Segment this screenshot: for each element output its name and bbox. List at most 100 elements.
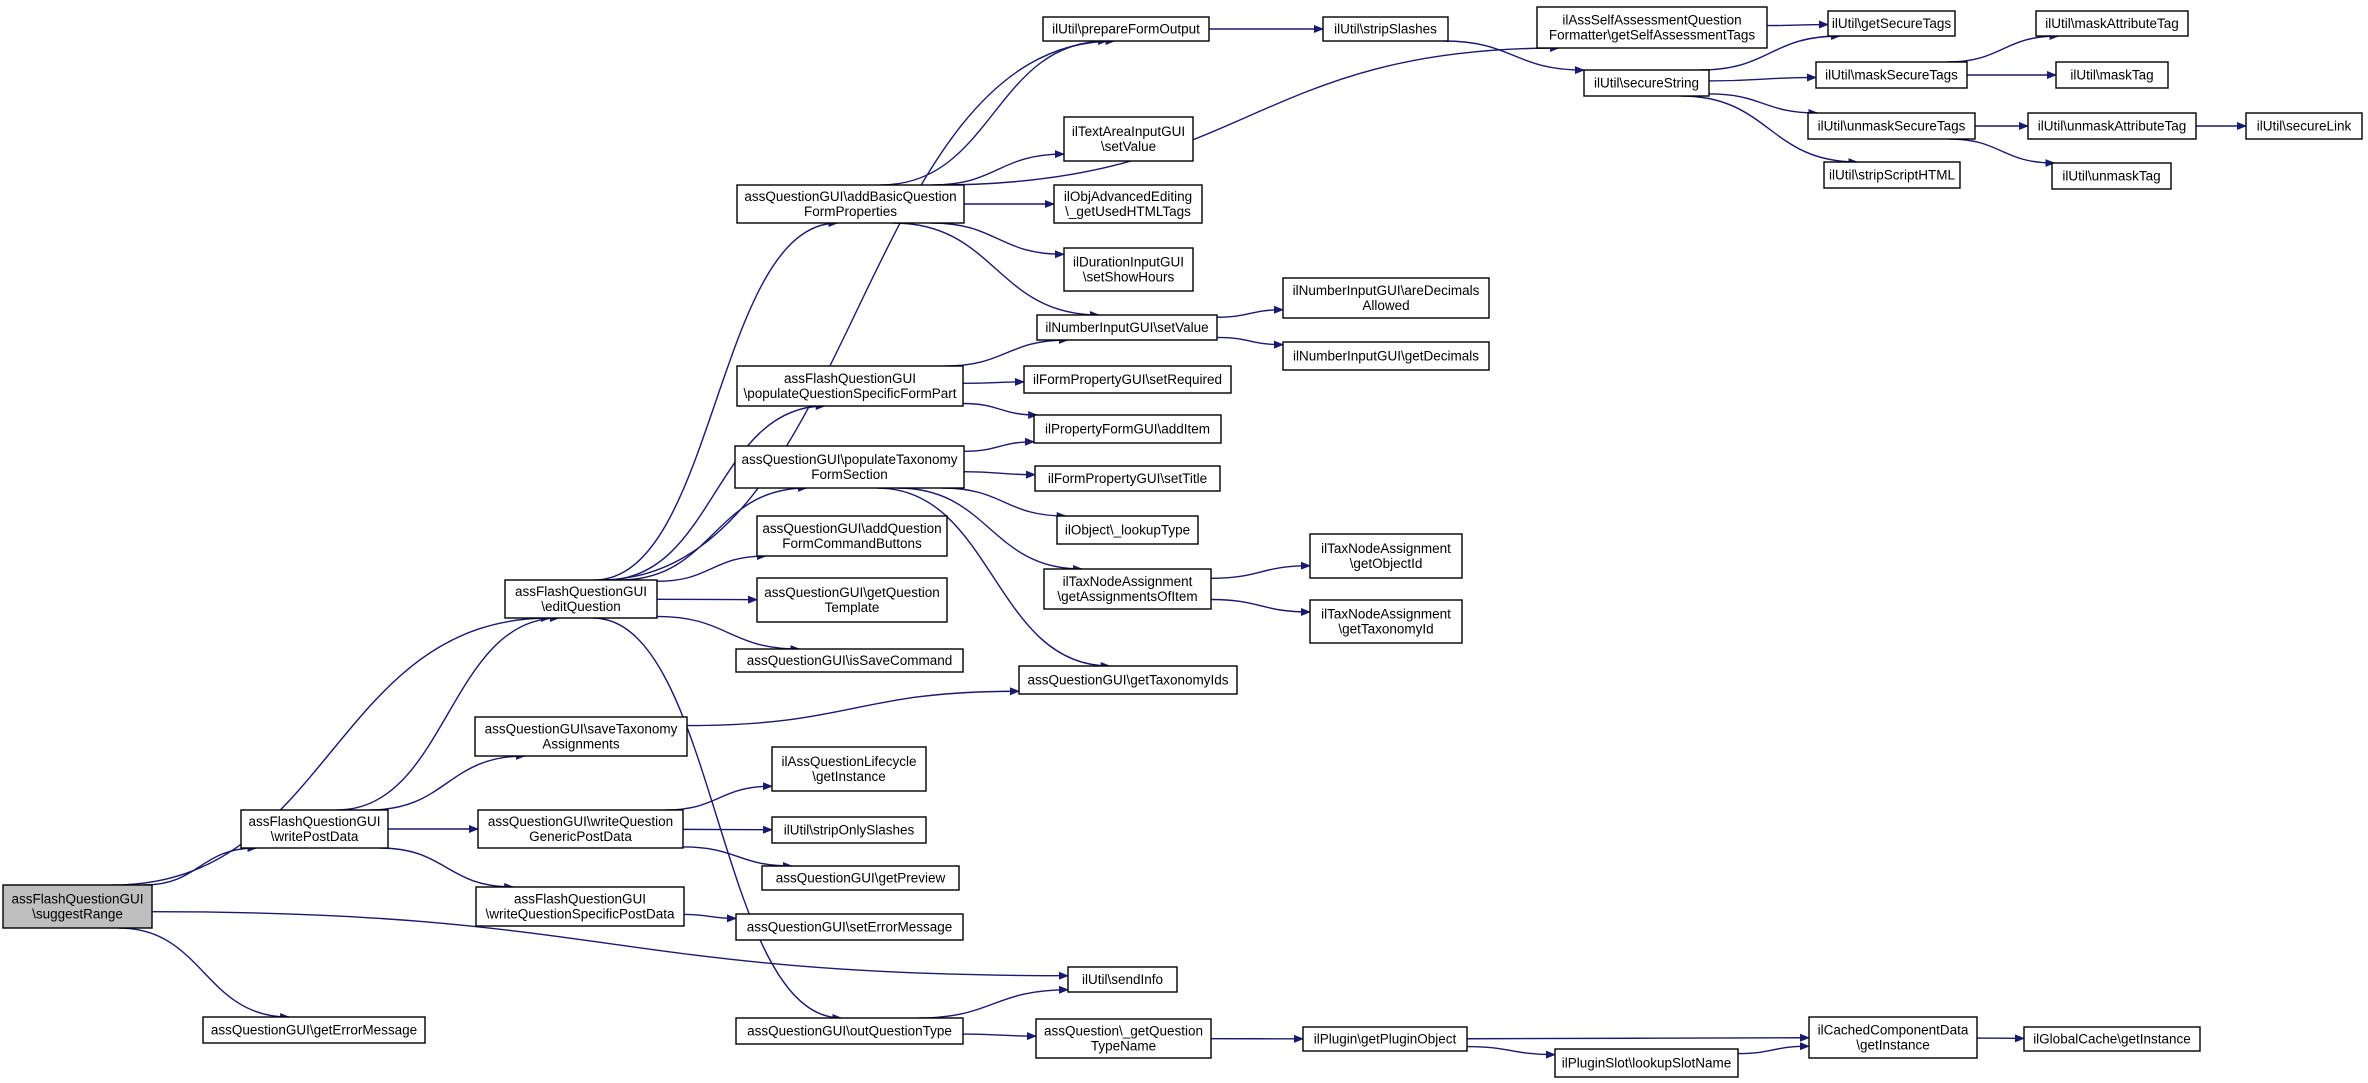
edge-root-to-sendInfo <box>151 911 1069 980</box>
node-taxGetTaxonomyId[interactable]: ilTaxNodeAssignment\getTaxonomyId <box>1309 599 1463 644</box>
node-taxGetObjectId[interactable]: ilTaxNodeAssignment\getObjectId <box>1309 533 1463 579</box>
node-cachedComponent[interactable]: ilCachedComponentData\getInstance <box>1808 1016 1978 1059</box>
node-populateTaxonomy-label-1: FormSection <box>811 467 888 482</box>
edge-populateTaxonomy-to-addItem <box>963 437 1035 453</box>
node-addItem-label-0: ilPropertyFormGUI\addItem <box>1045 422 1210 437</box>
node-maskTag[interactable]: ilUtil\maskTag <box>2055 61 2169 89</box>
node-getPluginObject[interactable]: ilPlugin\getPluginObject <box>1302 1026 1468 1052</box>
node-addCommandButtons[interactable]: assQuestionGUI\addQuestionFormCommandBut… <box>756 515 948 557</box>
node-numberSetValue-box <box>1036 314 1218 341</box>
node-getDecimals-box <box>1282 341 1490 371</box>
node-addBasic[interactable]: assQuestionGUI\addBasicQuestionFormPrope… <box>736 184 965 224</box>
edge-populateSpecific-to-setRequired <box>962 377 1025 386</box>
node-setTitle-box <box>1034 465 1221 492</box>
node-unmaskTag[interactable]: ilUtil\unmaskTag <box>2051 162 2172 190</box>
node-stripSlashes[interactable]: ilUtil\stripSlashes <box>1322 16 1449 42</box>
node-textAreaSetValue-box <box>1063 116 1194 162</box>
edge-secureString-to-unmaskSecureTags <box>1708 93 1819 117</box>
node-secureLink[interactable]: ilUtil\secureLink <box>2245 112 2363 140</box>
node-getDecimals[interactable]: ilNumberInputGUI\getDecimals <box>1282 341 1490 371</box>
node-getTypeName-label-1: TypeName <box>1091 1039 1156 1054</box>
edge-writeQGeneric-to-getPreview <box>682 846 793 870</box>
edge-addBasic-to-numberSetValue <box>893 222 1101 319</box>
node-unmaskSecureTags[interactable]: ilUtil\unmaskSecureTags <box>1807 112 1976 140</box>
node-setTitle[interactable]: ilFormPropertyGUI\setTitle <box>1034 465 1221 492</box>
node-durationShowHours-label-0: ilDurationInputGUI <box>1073 255 1184 270</box>
node-secureString[interactable]: ilUtil\secureString <box>1583 69 1710 97</box>
node-lookupType[interactable]: ilObject\_lookupType <box>1056 515 1199 545</box>
node-secureString-box <box>1583 69 1710 97</box>
node-setErrorMessage-label-0: assQuestionGUI\setErrorMessage <box>747 920 953 935</box>
node-outQuestionType[interactable]: assQuestionGUI\outQuestionType <box>735 1017 964 1045</box>
edge-populateSpecific-to-numberSetValue <box>944 336 1069 367</box>
node-durationShowHours[interactable]: ilDurationInputGUI\setShowHours <box>1063 247 1194 292</box>
edge-saveTaxonomy-to-getTaxonomyIds <box>686 687 1020 727</box>
node-maskSecureTags[interactable]: ilUtil\maskSecureTags <box>1815 61 1968 89</box>
node-cachedComponent-label-0: ilCachedComponentData <box>1818 1023 1969 1038</box>
node-getTemplate-label-0: assQuestionGUI\getQuestion <box>764 585 940 600</box>
node-writePostData[interactable]: assFlashQuestionGUI\writePostData <box>240 809 389 849</box>
node-objAdvEditing-label-1: \_getUsedHTMLTags <box>1065 204 1191 219</box>
node-lifecycle[interactable]: ilAssQuestionLifecycle\getInstance <box>771 746 927 792</box>
node-prepareFormOutput[interactable]: ilUtil\prepareFormOutput <box>1042 16 1210 42</box>
node-taxGetTaxonomyId-label-1: \getTaxonomyId <box>1338 622 1433 637</box>
node-sendInfo[interactable]: ilUtil\sendInfo <box>1067 966 1178 993</box>
node-cachedComponent-box <box>1808 1016 1978 1059</box>
edge-stripSlashes-to-secureString <box>1443 40 1585 75</box>
node-stripScriptHTML[interactable]: ilUtil\stripScriptHTML <box>1823 161 1961 189</box>
node-unmaskSecureTags-label-0: ilUtil\unmaskSecureTags <box>1818 119 1966 134</box>
node-unmaskAttributeTag-box <box>2027 112 2197 140</box>
node-editQuestion-label-1: \editQuestion <box>541 599 621 614</box>
node-writeQGeneric[interactable]: assQuestionGUI\writeQuestionGenericPostD… <box>477 809 684 849</box>
node-globalCache[interactable]: ilGlobalCache\getInstance <box>2023 1026 2201 1052</box>
node-unmaskAttributeTag[interactable]: ilUtil\unmaskAttributeTag <box>2027 112 2197 140</box>
node-editQuestion[interactable]: assFlashQuestionGUI\editQuestion <box>504 579 658 619</box>
node-writeQGeneric-label-0: assQuestionGUI\writeQuestion <box>488 814 673 829</box>
edge-selfAssessment-to-getSecureTags <box>1766 20 1829 29</box>
node-isSaveCommand[interactable]: assQuestionGUI\isSaveCommand <box>735 648 964 673</box>
node-getTemplate-box <box>756 577 948 623</box>
node-taxAssignmentsOfItem[interactable]: ilTaxNodeAssignment\getAssignmentsOfItem <box>1043 568 1212 610</box>
node-getTaxonomyIds-box <box>1018 665 1238 695</box>
node-objAdvEditing[interactable]: ilObjAdvancedEditing\_getUsedHTMLTags <box>1053 184 1203 224</box>
node-setErrorMessage[interactable]: assQuestionGUI\setErrorMessage <box>735 913 964 941</box>
node-root[interactable]: assFlashQuestionGUI\suggestRange <box>2 884 153 929</box>
node-populateTaxonomy[interactable]: assQuestionGUI\populateTaxonomyFormSecti… <box>734 445 965 489</box>
edge-root-to-writePostData <box>143 844 258 886</box>
edge-addBasic-to-prepareFormOutput <box>880 37 1109 186</box>
edge-editQuestion-to-populateSpecific <box>604 402 826 581</box>
node-stripScriptHTML-label-0: ilUtil\stripScriptHTML <box>1829 168 1956 183</box>
node-getPreview[interactable]: assQuestionGUI\getPreview <box>761 865 960 891</box>
edge-populateTaxonomy-to-getTaxonomyIds <box>876 487 1111 670</box>
edge-writeQGeneric-to-lifecycle <box>665 782 773 811</box>
node-selfAssessment[interactable]: ilAssSelfAssessmentQuestionFormatter\get… <box>1536 6 1768 49</box>
node-numberSetValue[interactable]: ilNumberInputGUI\setValue <box>1036 314 1218 341</box>
node-populateSpecific-label-0: assFlashQuestionGUI <box>784 371 916 386</box>
node-setRequired[interactable]: ilFormPropertyGUI\setRequired <box>1023 365 1232 394</box>
node-addItem[interactable]: ilPropertyFormGUI\addItem <box>1033 414 1222 444</box>
node-lookupSlotName-label-0: ilPluginSlot\lookupSlotName <box>1562 1056 1732 1071</box>
node-setRequired-label-0: ilFormPropertyGUI\setRequired <box>1033 372 1222 387</box>
node-decimalsAllowed-label-1: Allowed <box>1362 298 1409 313</box>
edge-editQuestion-to-prepareFormOutput <box>599 37 1116 581</box>
node-stripOnlySlashes[interactable]: ilUtil\stripOnlySlashes <box>771 816 927 844</box>
node-writeQSpecific[interactable]: assFlashQuestionGUI\writeQuestionSpecifi… <box>475 886 685 927</box>
node-textAreaSetValue[interactable]: ilTextAreaInputGUI\setValue <box>1063 116 1194 162</box>
node-addCommandButtons-label-1: FormCommandButtons <box>782 536 922 551</box>
node-decimalsAllowed-box <box>1282 277 1490 319</box>
node-getSecureTags[interactable]: ilUtil\getSecureTags <box>1827 10 1956 37</box>
node-writePostData-label-0: assFlashQuestionGUI <box>248 814 380 829</box>
node-getErrorMessage[interactable]: assQuestionGUI\getErrorMessage <box>202 1016 426 1044</box>
node-prepareFormOutput-box <box>1042 16 1210 42</box>
node-lookupSlotName[interactable]: ilPluginSlot\lookupSlotName <box>1554 1048 1739 1078</box>
node-addCommandButtons-label-0: assQuestionGUI\addQuestion <box>762 521 941 536</box>
node-getTaxonomyIds[interactable]: assQuestionGUI\getTaxonomyIds <box>1018 665 1238 695</box>
edge-getPluginObject-to-lookupSlotName <box>1466 1045 1556 1059</box>
node-populateSpecific[interactable]: assFlashQuestionGUI\populateQuestionSpec… <box>736 365 964 407</box>
node-maskAttributeTag[interactable]: ilUtil\maskAttributeTag <box>2035 10 2189 37</box>
